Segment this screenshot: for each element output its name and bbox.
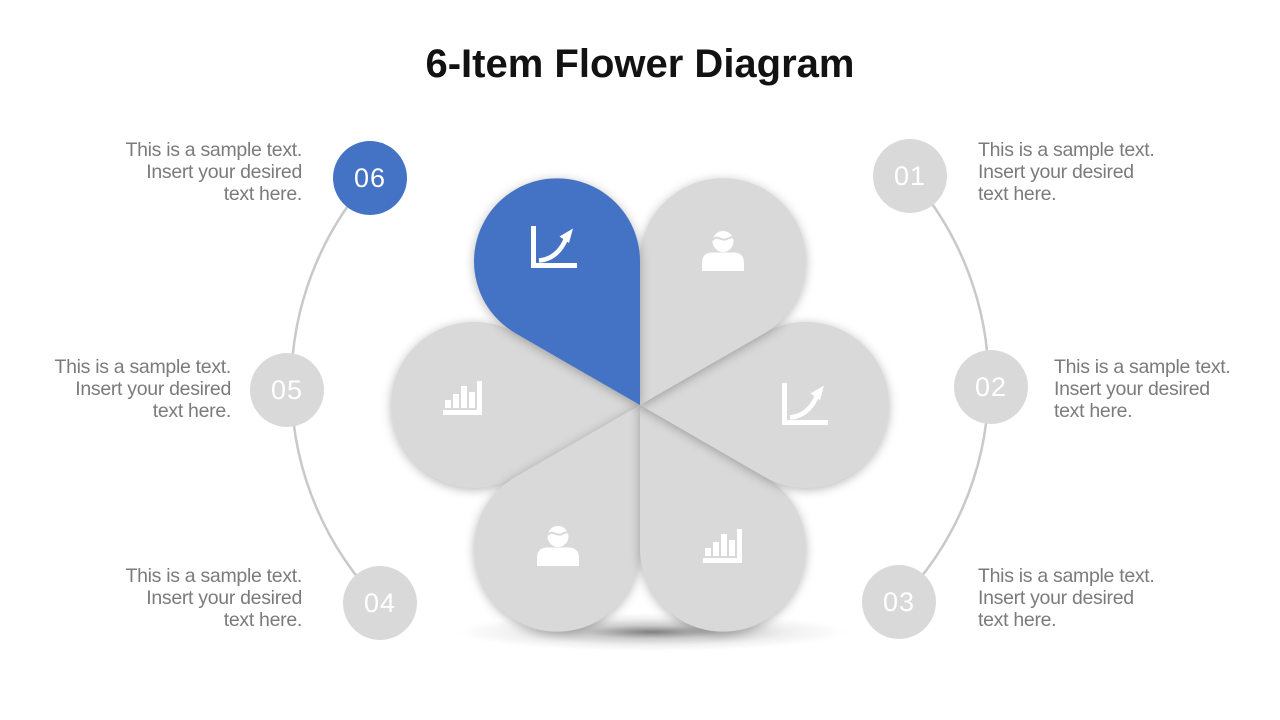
petal-05 [391, 321, 640, 488]
text-line: This is a sample text. [54, 356, 231, 378]
item-number-badge-06: 06 [333, 141, 407, 215]
item-text-03: This is a sample text. Insert your desir… [978, 565, 1178, 631]
item-number-label: 04 [363, 587, 397, 618]
text-line: text here. [978, 183, 1057, 205]
item-number-label: 01 [893, 160, 927, 191]
item-number-badge-01: 01 [873, 139, 947, 213]
item-text-06: This is a sample text. Insert your desir… [102, 139, 302, 205]
text-line: text here. [152, 400, 232, 422]
text-line: Insert your desired [978, 587, 1134, 609]
item-number-label: 05 [270, 374, 304, 405]
item-text-05: This is a sample text. Insert your desir… [31, 356, 231, 422]
item-number-badge-04: 04 [343, 566, 417, 640]
text-line: Insert your desired [146, 161, 302, 183]
item-text-01: This is a sample text. Insert your desir… [978, 139, 1178, 205]
item-text-04: This is a sample text. Insert your desir… [102, 565, 302, 631]
text-line: Insert your desired [1054, 378, 1210, 400]
item-number-badge-02: 02 [954, 350, 1028, 424]
petal-03 [640, 405, 806, 632]
petal-04 [473, 405, 640, 632]
text-line: text here. [223, 183, 303, 205]
text-line: This is a sample text. [125, 139, 302, 161]
page-title: 6-Item Flower Diagram [425, 42, 855, 86]
text-line: text here. [978, 609, 1057, 631]
text-line: text here. [223, 609, 303, 631]
item-number-badge-05: 05 [250, 353, 324, 427]
petal-01 [640, 178, 806, 405]
text-line: This is a sample text. [1054, 356, 1231, 378]
item-number-label: 03 [882, 586, 916, 617]
text-line: Insert your desired [146, 587, 302, 609]
petal-06-highlighted [473, 178, 640, 405]
petal-02 [640, 321, 889, 488]
item-number-badge-03: 03 [862, 565, 936, 639]
text-line: This is a sample text. [125, 565, 302, 587]
text-line: This is a sample text. [978, 139, 1155, 161]
item-number-label: 02 [974, 371, 1008, 402]
item-text-02: This is a sample text. Insert your desir… [1054, 356, 1254, 422]
text-line: text here. [1054, 400, 1133, 422]
item-number-label: 06 [353, 162, 387, 193]
text-line: This is a sample text. [978, 565, 1155, 587]
text-line: Insert your desired [978, 161, 1134, 183]
text-line: Insert your desired [75, 378, 231, 400]
